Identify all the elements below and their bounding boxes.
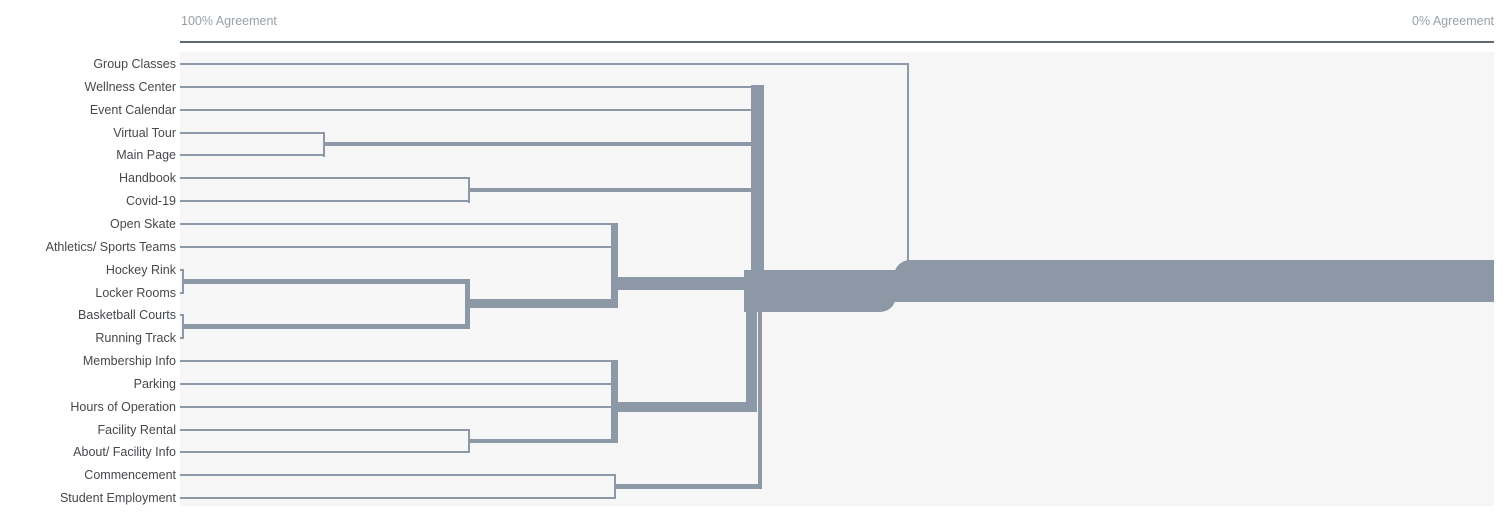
leaf-line-event-calendar [180,109,759,111]
leaf-label-event-calendar: Event Calendar [89,103,176,117]
leaf-label-main-page: Main Page [116,148,176,162]
leaf-label-group-classes: Group Classes [93,57,176,71]
leaf-label-hours-of-operation: Hours of Operation [70,400,176,414]
leaf-label-facility-rental: Facility Rental [97,423,177,437]
agreement-axis-line [180,41,1494,43]
leaf-label-student-employment: Student Employment [59,491,176,505]
merge-line-hockey-locker [182,279,470,284]
root-band-left [744,270,896,312]
leaf-label-basketball-courts: Basketball Courts [78,308,176,322]
hub-vertical-lower-commencement [758,310,762,489]
merge-line-rink-courts [468,299,618,308]
leaf-label-about-facility-info: About/ Facility Info [73,445,176,459]
merge-line-virtualtour-mainpage [323,142,757,146]
merge-line-handbook-covid [468,188,753,192]
leaf-line-about-facility-info [180,451,470,453]
leaf-line-open-skate [180,223,618,225]
leaf-label-virtual-tour: Virtual Tour [113,126,176,140]
bracket-membership-cluster [611,360,618,443]
leaf-label-hockey-rink: Hockey Rink [105,263,176,277]
hub-vertical-lower-membership [746,310,757,412]
leaf-line-virtual-tour [180,132,325,134]
bracket-facility-about [468,429,470,453]
leaf-line-wellness-center [180,86,764,88]
bracket-rink-courts [465,279,470,329]
leaf-label-running-track: Running Track [95,331,176,345]
leaf-line-athletics-sports-teams [180,246,618,248]
drop-line-group-classes [907,63,909,262]
hub-vertical-upper [751,85,764,272]
leaf-label-athletics-sports-teams: Athletics/ Sports Teams [45,240,176,254]
merge-line-facility-about [470,439,616,443]
leaf-line-parking [180,383,618,385]
leaf-line-facility-rental [180,429,470,431]
leaf-line-covid-19 [180,200,470,202]
leaf-label-parking: Parking [133,377,176,391]
leaf-line-student-employment [180,497,616,499]
merge-line-basketball-running [182,324,470,329]
leaf-label-locker-rooms: Locker Rooms [95,286,176,300]
axis-label-0-agreement: 0% Agreement [1412,14,1494,28]
leaf-line-main-page [180,154,325,156]
leaf-label-covid-19: Covid-19 [125,194,176,208]
axis-label-100-agreement: 100% Agreement [181,14,277,28]
bracket-athletics-cluster [611,223,618,308]
leaf-label-handbook: Handbook [119,171,176,185]
leaf-label-open-skate: Open Skate [109,217,176,231]
merge-line-membership-cluster [616,402,752,412]
merge-line-commencement-student [614,484,762,489]
leaf-line-membership-info [180,360,618,362]
leaf-label-wellness-center: Wellness Center [84,80,176,94]
root-band-right [894,260,1494,302]
merge-line-athletics-cluster [616,277,746,290]
leaf-line-hours-of-operation [180,406,618,408]
leaf-label-membership-info: Membership Info [82,354,176,368]
leaf-line-commencement [180,474,616,476]
leaf-line-group-classes [180,63,908,65]
leaf-line-handbook [180,177,470,179]
leaf-label-commencement: Commencement [84,468,176,482]
